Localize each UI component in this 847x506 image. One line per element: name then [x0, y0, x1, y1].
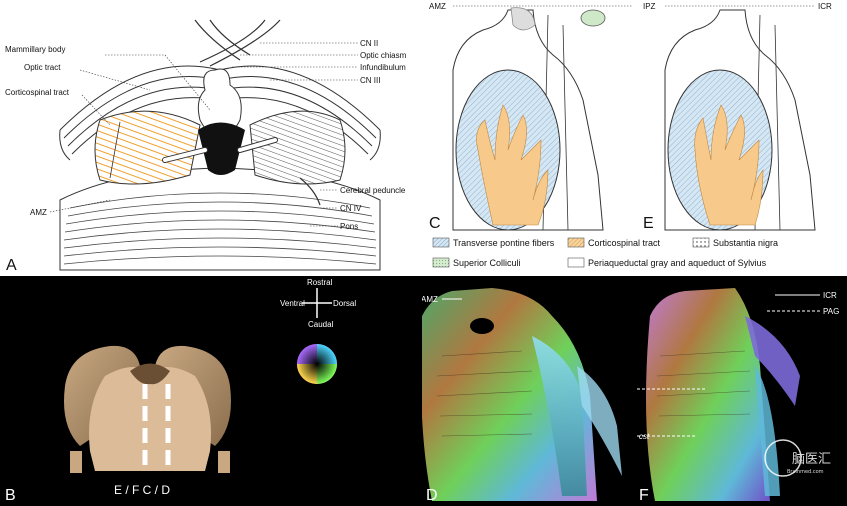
label-amz: AMZ [30, 208, 47, 217]
panel-b-letter: B [5, 487, 16, 504]
watermark-logo: 脑医汇 Brainmed.com [764, 439, 831, 477]
label-icr-e: ICR [818, 2, 832, 11]
label-ipz: IPZ [643, 2, 656, 11]
panel-c-sagittal-schematic: AMZ C [423, 0, 635, 232]
legend-corticospinal: Corticospinal tract [588, 238, 661, 248]
legend-drawing: Transverse pontine fibers Corticospinal … [432, 237, 778, 268]
panel-c-drawing: AMZ C [429, 2, 633, 232]
orientation-color-wheel [297, 344, 337, 384]
label-icr-f: ICR [823, 291, 837, 300]
watermark-text: 脑医汇 [792, 452, 831, 467]
label-optic-chiasm: Optic chiasm [360, 51, 407, 60]
compass-caudal: Caudal [308, 320, 334, 329]
legend-transverse-pontine: Transverse pontine fibers [453, 238, 555, 248]
label-amz-d: AMZ [422, 295, 438, 304]
panel-a-drawing: Mammillary body Optic tract Corticospina… [5, 19, 407, 274]
label-cst: cst [639, 432, 650, 441]
panel-d-drawing: AMZ D [422, 288, 622, 504]
panel-f-drawing: ICR PAG dpf cst 脑医汇 Brainmed.com F [637, 288, 839, 504]
watermark-subtext: Brainmed.com [787, 469, 824, 475]
label-corticospinal-tract: Corticospinal tract [5, 88, 70, 97]
panel-e-sagittal-schematic: IPZ ICR E [635, 0, 847, 232]
legend-superior-colliculi: Superior Colliculi [453, 258, 521, 268]
label-cn-ii: CN II [360, 39, 378, 48]
legend: Transverse pontine fibers Corticospinal … [423, 232, 847, 276]
label-pons: Pons [340, 222, 358, 231]
panel-d-tractography-image: AMZ D [422, 276, 635, 506]
label-infundibulum: Infundibulum [360, 63, 406, 72]
panel-e-drawing: IPZ ICR E [643, 2, 832, 232]
panel-a-letter: A [6, 257, 17, 274]
corticospinal-tract-shape-e [694, 104, 764, 226]
panel-e-letter: E [643, 215, 654, 232]
label-amz-c: AMZ [429, 2, 446, 11]
label-pag: PAG [823, 307, 839, 316]
label-cn-iii: CN III [360, 76, 380, 85]
panel-a-brainstem-ventral-illustration: Mammillary body Optic tract Corticospina… [0, 0, 422, 276]
label-cerebral-peduncle: Cerebral peduncle [340, 186, 406, 195]
panel-f-tractography-image: ICR PAG dpf cst 脑医汇 Brainmed.com F [635, 276, 847, 506]
label-cut-positions: E / F C / D [114, 483, 170, 497]
panel-f-letter: F [639, 487, 649, 504]
compass-rostral: Rostral [307, 278, 333, 287]
panel-b-3d-model: E / F C / D Rostral Caudal Ventral Dorsa… [0, 276, 422, 506]
panel-c-letter: C [429, 215, 441, 232]
legend-periaqueductal: Periaqueductal gray and aqueduct of Sylv… [588, 258, 767, 268]
legend-substantia-nigra: Substantia nigra [713, 238, 778, 248]
label-cn-iv: CN IV [340, 204, 362, 213]
panel-d-letter: D [426, 487, 438, 504]
label-optic-tract: Optic tract [24, 63, 61, 72]
superior-colliculi-shape [580, 9, 606, 27]
panel-b-drawing: E / F C / D Rostral Caudal Ventral Dorsa… [5, 278, 356, 504]
compass-dorsal: Dorsal [333, 299, 356, 308]
label-mammillary-body: Mammillary body [5, 45, 65, 54]
corticospinal-tract-shape [476, 104, 549, 226]
compass-ventral: Ventral [280, 299, 305, 308]
